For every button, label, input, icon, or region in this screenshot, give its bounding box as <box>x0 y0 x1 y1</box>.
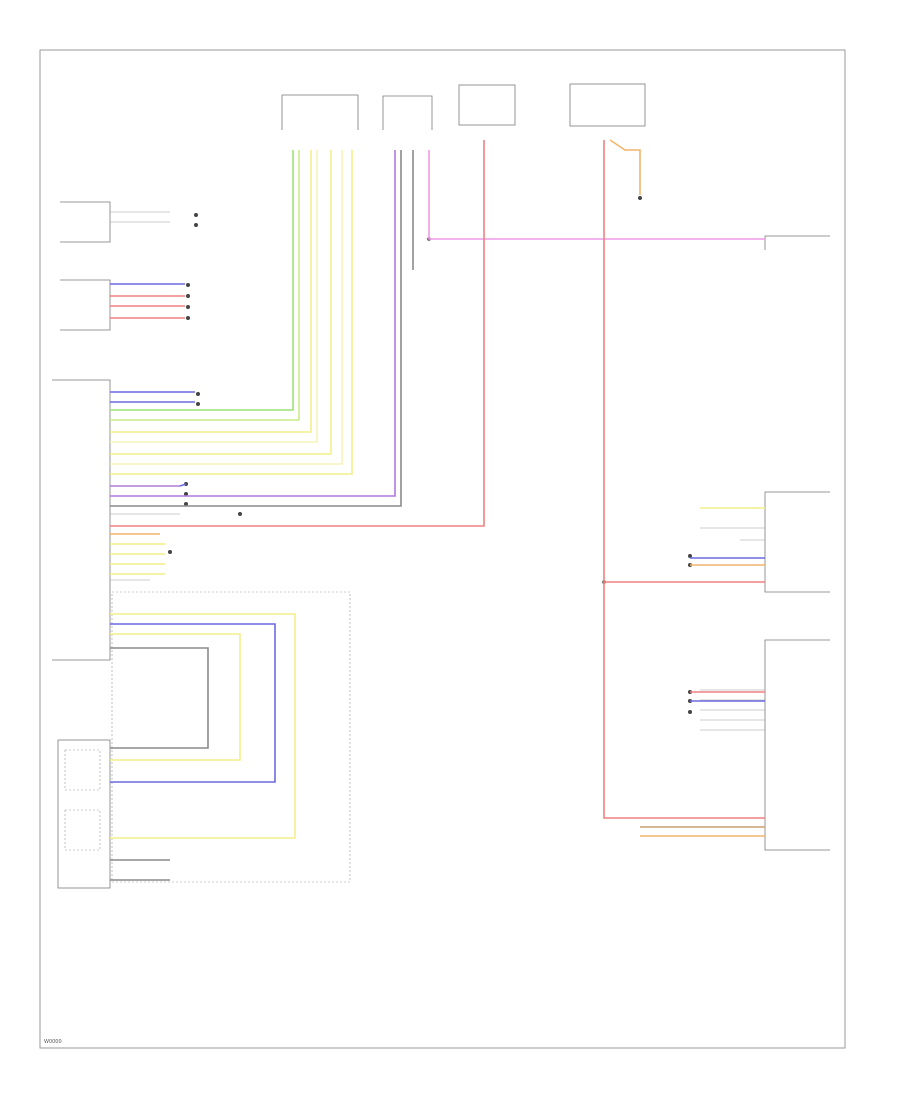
left-pin-stubs <box>110 211 180 581</box>
top-component-1 <box>281 94 359 130</box>
left-component-2 <box>60 279 111 331</box>
connector-arrows-right <box>427 196 692 714</box>
wire-gray-1 <box>110 150 402 507</box>
wire-green-2 <box>110 150 300 421</box>
left-component-1 <box>60 201 111 243</box>
right-component-mid <box>764 491 830 593</box>
wire-red-2 <box>603 140 765 819</box>
wire-yellow-10 <box>110 613 296 839</box>
wire-red-main <box>110 140 485 527</box>
wire-yellow-4 <box>110 150 343 465</box>
wire-violet-1 <box>110 150 396 497</box>
diagram-frame <box>39 49 846 1049</box>
right-component-bot <box>764 639 830 851</box>
wire-blue-5 <box>179 483 187 487</box>
wire-gray-3 <box>110 647 209 749</box>
wire-yellow-3 <box>110 150 332 455</box>
left-component-4 <box>57 739 111 889</box>
top-component-3 <box>458 84 516 126</box>
right-component-top <box>764 235 830 250</box>
right-pin-stubs <box>700 507 765 731</box>
wire-green-1 <box>110 150 294 411</box>
wire-yellow-2 <box>110 150 318 443</box>
wire-yellow-11 <box>110 633 241 761</box>
wire-blue-4 <box>110 623 276 783</box>
wire-orange-1 <box>609 139 641 195</box>
footer-code: W0000 <box>44 1039 62 1045</box>
connector-arrows-left <box>168 213 242 554</box>
wire-yellow-5 <box>110 150 353 475</box>
wire-pink <box>428 150 765 240</box>
top-component-4 <box>569 83 646 127</box>
top-component-2 <box>382 95 433 130</box>
left-component-3 <box>52 379 111 661</box>
wire-yellow-1 <box>110 150 312 433</box>
